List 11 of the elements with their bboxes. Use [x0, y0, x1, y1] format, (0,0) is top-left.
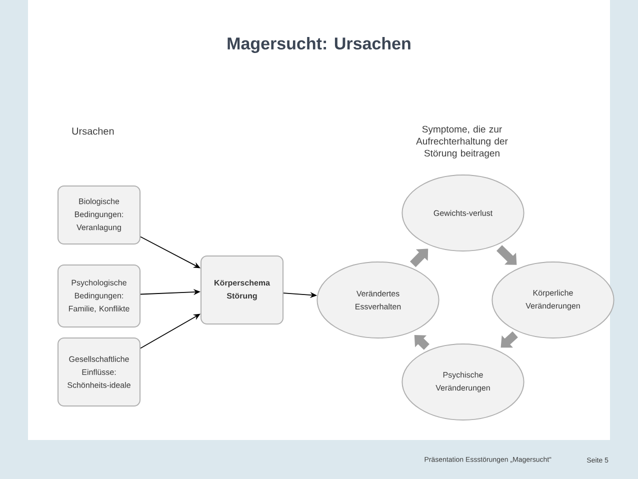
process-box: Gesellschaftliche Einflüsse: Schönheits-ideale [58, 338, 140, 406]
section-heading: Ursachen [72, 127, 114, 135]
block-arrow [500, 331, 518, 348]
process-box: Biologische Bedingungen: Veranlagung [58, 186, 140, 244]
block-arrow [414, 335, 430, 350]
block-arrow [410, 248, 428, 268]
block-arrow [496, 245, 517, 265]
slide-title: Magersucht: Ursachen [228, 37, 410, 53]
section-heading: Symptome, die zur Aufrechterhaltung der Störung beitragen [416, 126, 508, 158]
process-box: Psychologische Bedingungen: Familie, Konflikte [58, 264, 140, 328]
process-box: Körperschema Störung [200, 256, 284, 324]
